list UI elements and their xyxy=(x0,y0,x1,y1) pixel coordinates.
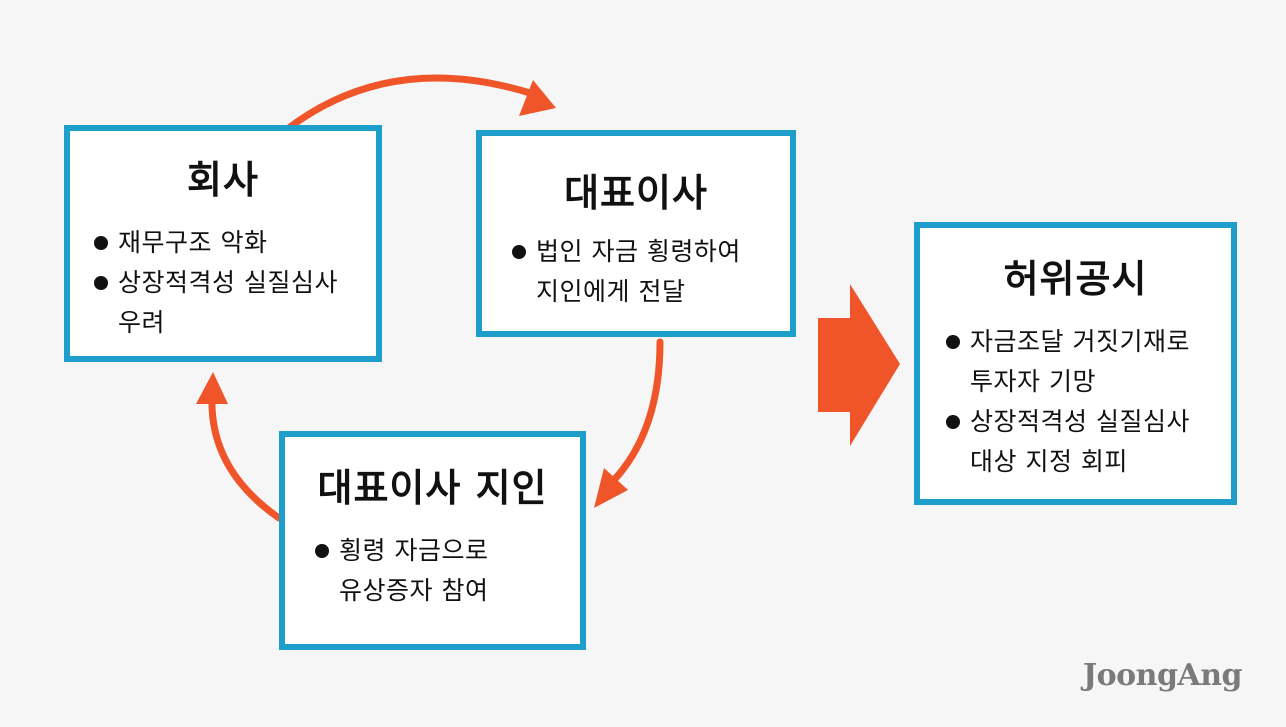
arrow-ceo-to-acquaintance xyxy=(610,338,664,484)
false-disclosure-list: 자금조달 거짓기재로 투자자 기망 상장적격성 실질심사 대상 지정 회피 xyxy=(946,322,1231,482)
acquaintance-list: 횡령 자금으로 유상증자 참여 xyxy=(315,531,580,611)
ceo-title: 대표이사 xyxy=(564,171,708,215)
arrow-acquaintance-to-company xyxy=(208,394,283,522)
acquaintance-item-1: 횡령 자금으로 유상증자 참여 xyxy=(315,531,580,611)
ceo-item-1: 법인 자금 횡령하여 지인에게 전달 xyxy=(512,232,790,312)
company-title: 회사 xyxy=(187,158,259,202)
company-list: 재무구조 악화 상장적격성 실질심사 우려 xyxy=(94,223,376,343)
arrow-ceo-to-acquaintance-head xyxy=(594,468,628,508)
joongang-logo: JoongAng xyxy=(1082,658,1243,693)
ceo-list: 법인 자금 횡령하여 지인에게 전달 xyxy=(512,232,790,312)
acquaintance-title: 대표이사 지인 xyxy=(317,466,548,510)
acquaintance-box: 대표이사 지인 횡령 자금으로 유상증자 참여 xyxy=(279,431,586,650)
company-item-2: 상장적격성 실질심사 우려 xyxy=(94,263,376,343)
false-disclosure-box: 허위공시 자금조달 거짓기재로 투자자 기망 상장적격성 실질심사 대상 지정 … xyxy=(914,222,1237,505)
arrow-company-to-ceo-head xyxy=(519,80,556,116)
company-box: 회사 재무구조 악화 상장적격성 실질심사 우려 xyxy=(64,125,382,362)
ceo-box: 대표이사 법인 자금 횡령하여 지인에게 전달 xyxy=(476,130,796,337)
arrow-acquaintance-to-company-head xyxy=(196,372,228,404)
false-disclosure-item-1: 자금조달 거짓기재로 투자자 기망 xyxy=(946,322,1231,402)
false-disclosure-title: 허위공시 xyxy=(1003,257,1148,301)
arrow-company-to-ceo xyxy=(282,74,534,134)
false-disclosure-item-2: 상장적격성 실질심사 대상 지정 회피 xyxy=(946,402,1231,482)
big-arrow xyxy=(818,284,900,446)
company-item-1: 재무구조 악화 xyxy=(94,223,376,263)
